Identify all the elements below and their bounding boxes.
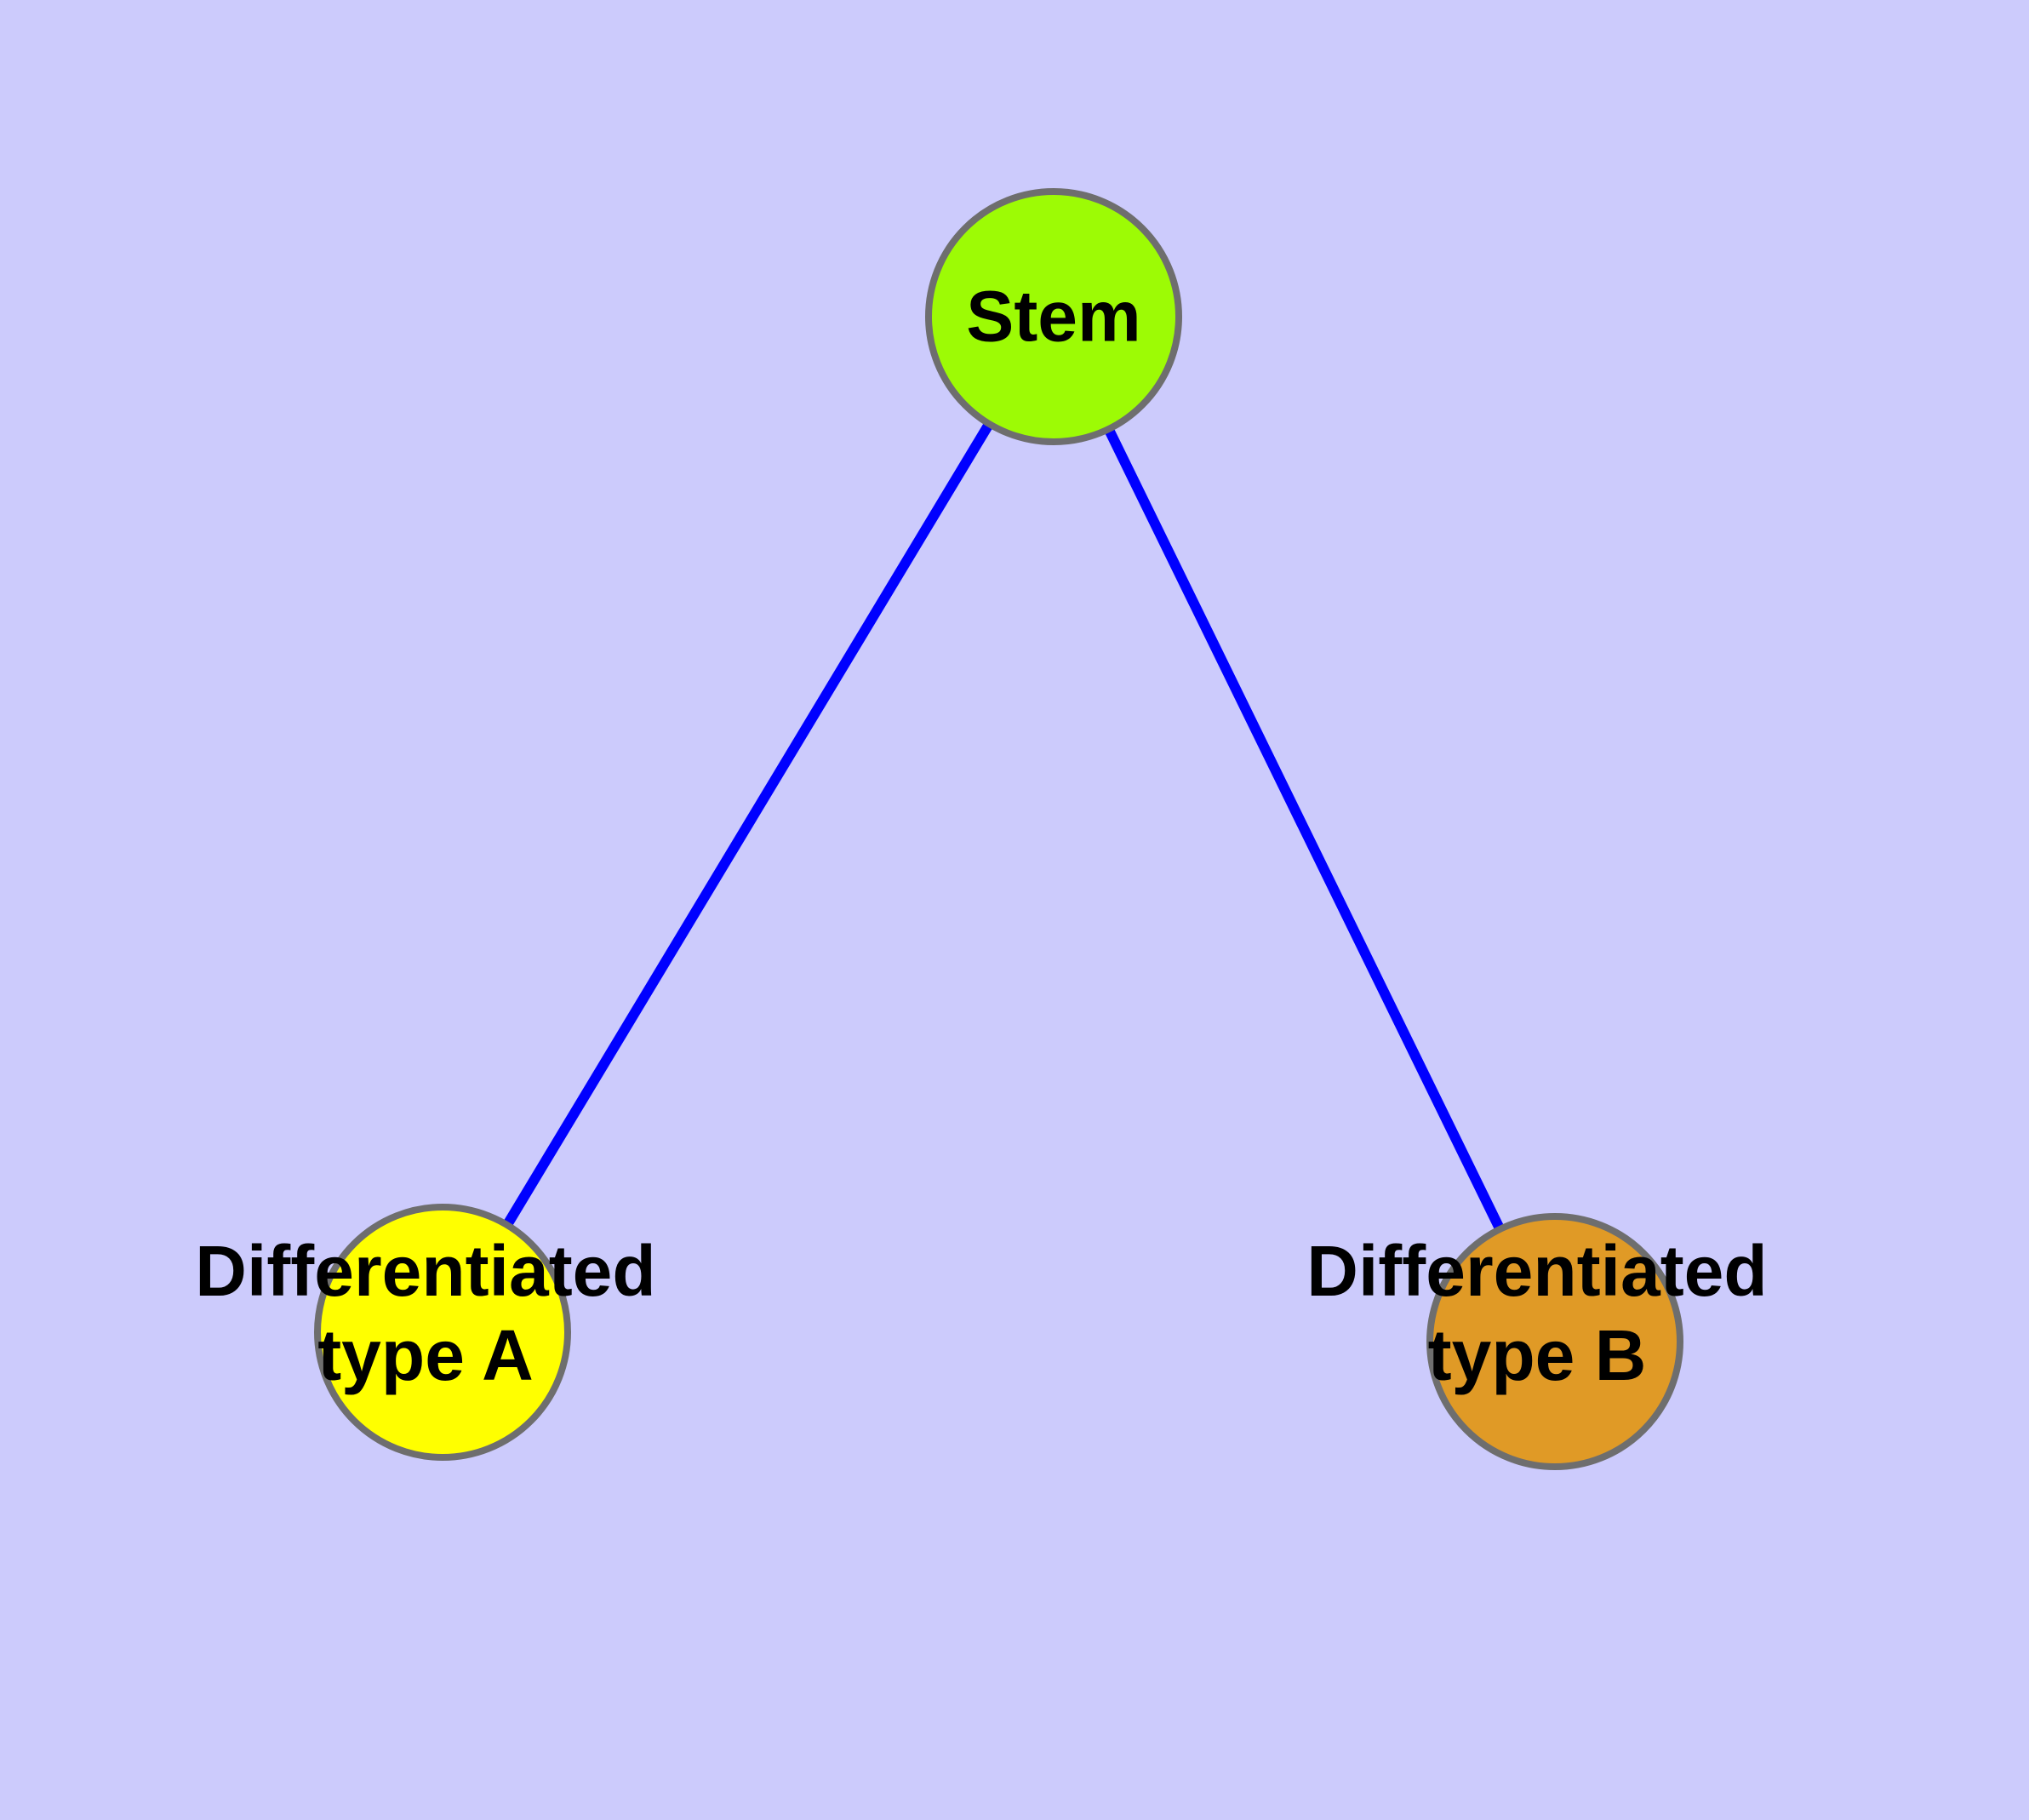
node-stem-label: Stem bbox=[966, 277, 1140, 357]
edges-layer bbox=[437, 313, 1560, 1344]
node-label-line: Differentiated bbox=[1306, 1231, 1767, 1311]
node-label-line: Stem bbox=[966, 277, 1140, 357]
node-differentiated-type-a-circle[interactable] bbox=[314, 1204, 571, 1461]
edge-stem-to-differentiated-type-b[interactable] bbox=[1049, 314, 1560, 1344]
node-label-line: type B bbox=[1428, 1315, 1647, 1395]
node-stem-circle[interactable] bbox=[925, 188, 1182, 445]
node-differentiated-type-b-circle[interactable] bbox=[1426, 1213, 1683, 1470]
node-differentiated-type-a[interactable] bbox=[314, 1204, 571, 1461]
node-label-line: type A bbox=[317, 1315, 534, 1395]
node-label-line: Differentiated bbox=[195, 1231, 655, 1311]
node-stem[interactable] bbox=[925, 188, 1182, 445]
node-differentiated-type-b[interactable] bbox=[1426, 1213, 1683, 1470]
edge-stem-to-differentiated-type-a[interactable] bbox=[437, 313, 1059, 1336]
nodes-layer bbox=[314, 188, 1683, 1470]
